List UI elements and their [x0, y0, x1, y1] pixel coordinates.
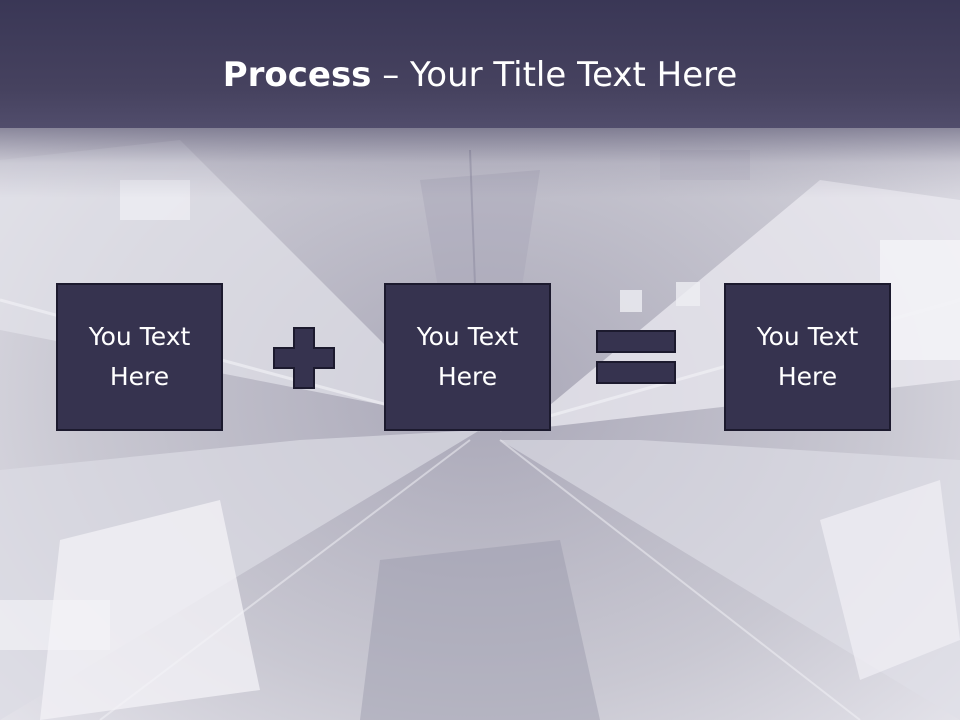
process-box-2[interactable]: You Text Here — [384, 283, 551, 431]
slide-title[interactable]: Process – Your Title Text Here — [0, 52, 960, 98]
plus-icon[interactable] — [272, 326, 336, 390]
slide-title-bold: Process — [222, 55, 372, 95]
title-bar-fade — [0, 128, 960, 198]
process-box-1[interactable]: You Text Here — [56, 283, 223, 431]
slide-title-rest: – Your Title Text Here — [371, 55, 738, 95]
equals-icon[interactable] — [596, 330, 676, 384]
process-box-1-text: You Text Here — [88, 322, 191, 391]
process-box-3[interactable]: You Text Here — [724, 283, 891, 431]
process-box-2-text: You Text Here — [416, 322, 519, 391]
process-box-3-text: You Text Here — [756, 322, 859, 391]
title-bar — [0, 0, 960, 128]
